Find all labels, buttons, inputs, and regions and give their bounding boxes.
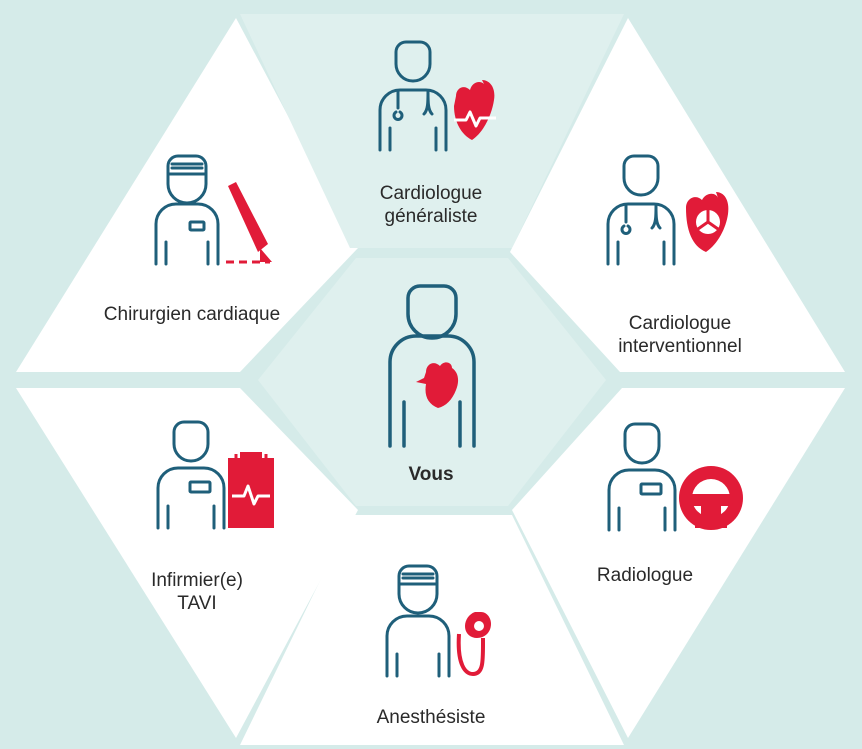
label-vous: Vous (408, 464, 454, 485)
label-infirmier-tavi: Infirmier(e)TAVI (151, 570, 243, 614)
tile-anesthetist (240, 515, 624, 745)
label-radiologue: Radiologue (596, 565, 694, 586)
tile-interventional (510, 18, 845, 372)
radiologist-with-scanner-icon (607, 422, 743, 532)
nurse-with-clipboard-icon (156, 420, 274, 530)
patient-with-heart-icon (388, 284, 476, 448)
label-anesthesiste: Anesthésiste (376, 707, 486, 728)
doctor-with-heart-monitor-icon (378, 40, 496, 152)
doctor-with-valve-heart-icon (606, 154, 729, 266)
anesthetist-with-tube-icon (385, 564, 491, 678)
label-chirurgien-cardiaque: Chirurgien cardiaque (103, 304, 281, 325)
tile-surgeon (16, 18, 358, 372)
surgeon-with-scalpel-icon (154, 154, 272, 266)
tile-general (240, 14, 624, 248)
tile-radiologist (512, 388, 845, 738)
